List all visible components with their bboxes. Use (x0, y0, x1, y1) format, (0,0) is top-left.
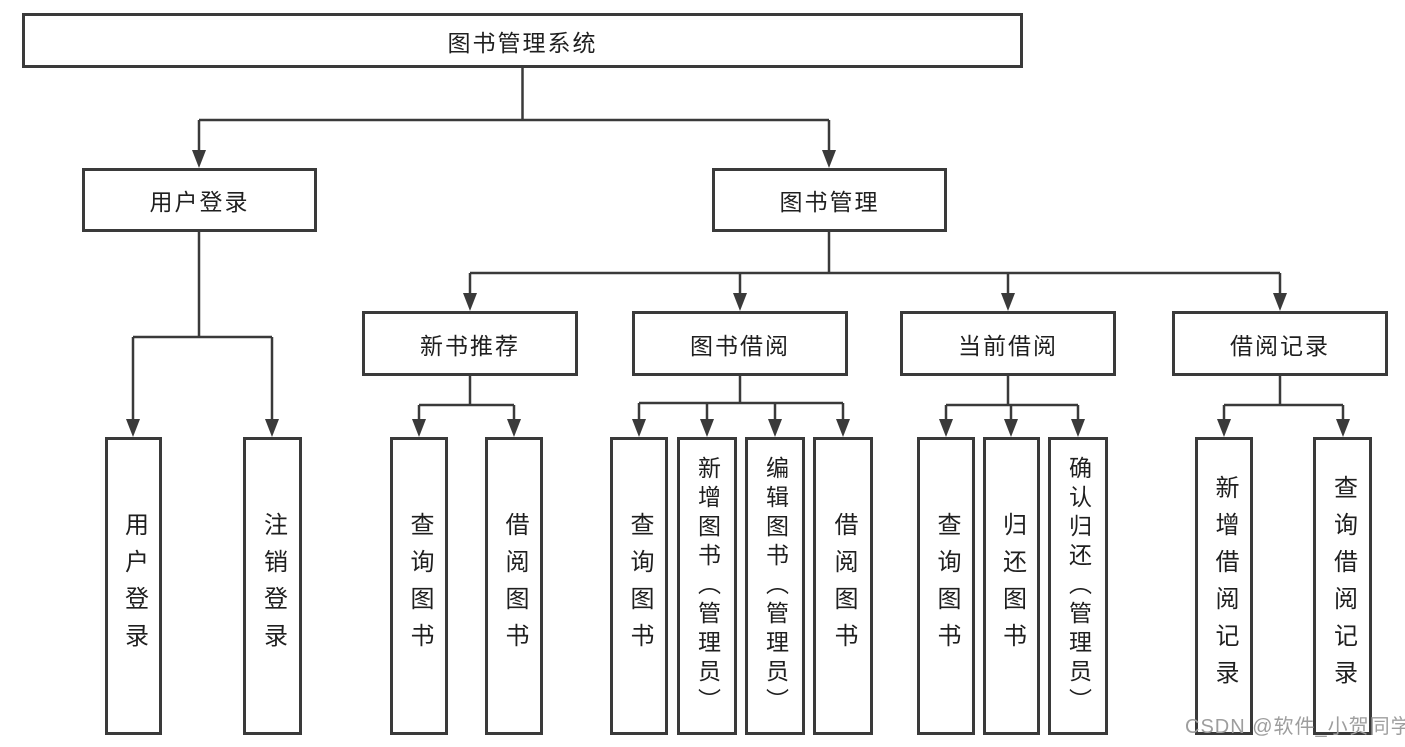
leaf-query-book-borrow: 查询图书 (610, 437, 668, 735)
leaf-borrow-book: 借阅图书 (813, 437, 873, 735)
leaf-label: 查询借阅记录 (1329, 475, 1357, 697)
node-label: 用户登录 (149, 189, 250, 215)
leaf-edit-book-admin: 编辑图书（管理员） (745, 437, 805, 735)
node-current-borrow: 当前借阅 (900, 311, 1116, 376)
leaf-add-book-admin: 新增图书（管理员） (677, 437, 737, 735)
leaf-logout: 注销登录 (243, 437, 302, 735)
node-label: 当前借阅 (958, 332, 1058, 359)
node-label: 图书管理系统 (447, 29, 598, 56)
leaf-borrow-book-newrec: 借阅图书 (485, 437, 543, 735)
leaf-query-borrow-record: 查询借阅记录 (1313, 437, 1372, 735)
node-book-borrow: 图书借阅 (632, 311, 848, 376)
leaf-label: 注销登录 (259, 512, 287, 660)
csdn-watermark: CSDN @软件_小贺同学 (1185, 716, 1405, 738)
leaf-label: 归还图书 (998, 512, 1026, 660)
leaf-add-borrow-record: 新增借阅记录 (1195, 437, 1253, 735)
node-label: 图书管理 (779, 189, 880, 215)
leaf-label: 用户登录 (120, 512, 148, 660)
leaf-label: 查询图书 (626, 512, 653, 660)
node-label: 借阅记录 (1230, 332, 1330, 359)
node-book-management: 图书管理 (712, 168, 947, 232)
leaf-confirm-return-admin: 确认归还（管理员） (1048, 437, 1108, 735)
leaf-label: 编辑图书（管理员） (762, 455, 789, 717)
leaf-label: 查询图书 (406, 512, 433, 660)
node-label: 新书推荐 (420, 332, 520, 359)
leaf-label: 新增图书（管理员） (694, 455, 721, 717)
leaf-label: 新增借阅记录 (1211, 475, 1238, 697)
leaf-user-login: 用户登录 (105, 437, 162, 735)
node-library-system: 图书管理系统 (22, 13, 1023, 68)
node-new-book-recommend: 新书推荐 (362, 311, 578, 376)
leaf-label: 确认归还（管理员） (1065, 455, 1092, 717)
leaf-return-book: 归还图书 (983, 437, 1040, 735)
leaf-query-book-newrec: 查询图书 (390, 437, 448, 735)
node-user-login: 用户登录 (82, 168, 317, 232)
leaf-query-book-current: 查询图书 (917, 437, 975, 735)
leaf-label: 借阅图书 (830, 512, 857, 660)
leaf-label: 借阅图书 (501, 512, 528, 660)
node-label: 图书借阅 (690, 332, 790, 359)
node-borrow-records: 借阅记录 (1172, 311, 1388, 376)
leaf-label: 查询图书 (933, 512, 960, 660)
